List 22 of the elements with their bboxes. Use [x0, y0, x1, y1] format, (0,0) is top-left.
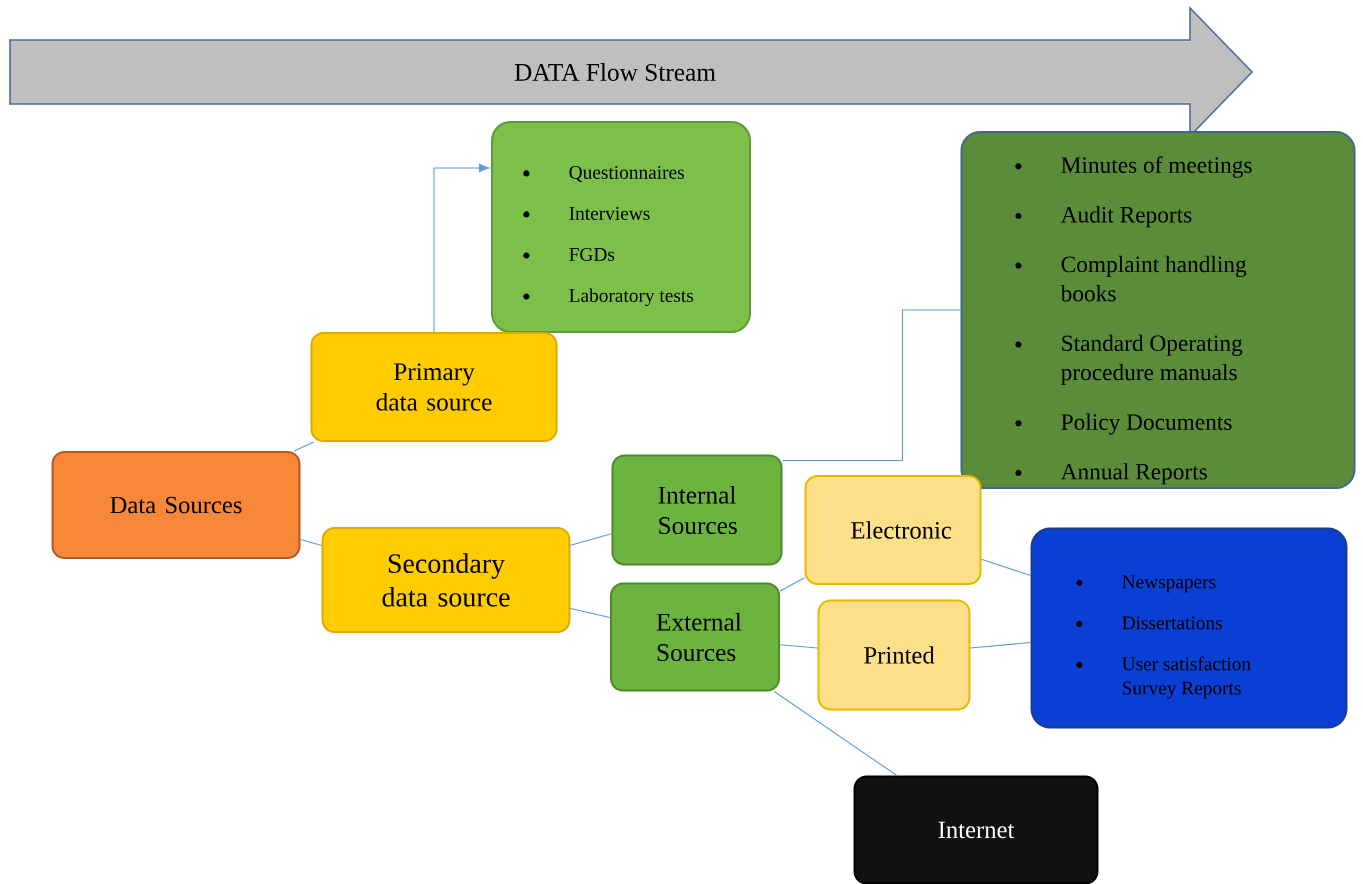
process-box: Primary data source: [310, 332, 558, 442]
process-box: Electronic: [804, 475, 982, 585]
process-box: Internet: [853, 775, 1099, 884]
process-box: External Sources: [610, 582, 780, 692]
connector: [779, 644, 819, 649]
connector: [569, 533, 612, 546]
connector: [980, 558, 1032, 577]
process-box: Printed: [817, 599, 971, 711]
process-box: Secondary data source: [321, 527, 571, 633]
connector: [293, 441, 315, 452]
process-box: Data Sources: [51, 451, 301, 559]
connector: [433, 163, 490, 333]
connector: [782, 309, 961, 461]
connector: [779, 577, 806, 592]
connector: [299, 539, 323, 547]
list-box: Newspapers Dissertations User satisfaction Survey Reports: [1030, 527, 1348, 729]
process-box: Internal Sources: [611, 454, 783, 566]
connector: [569, 607, 611, 619]
connector: [969, 641, 1032, 649]
connector: [773, 690, 898, 777]
list-box: Questionnaires Interviews FGDs Laboratory tests: [491, 121, 751, 333]
list-box: Minutes of meetings Audit Reports Complaint handling books Standard Operating procedure manuals Policy Documents Annual Reports: [960, 130, 1356, 490]
